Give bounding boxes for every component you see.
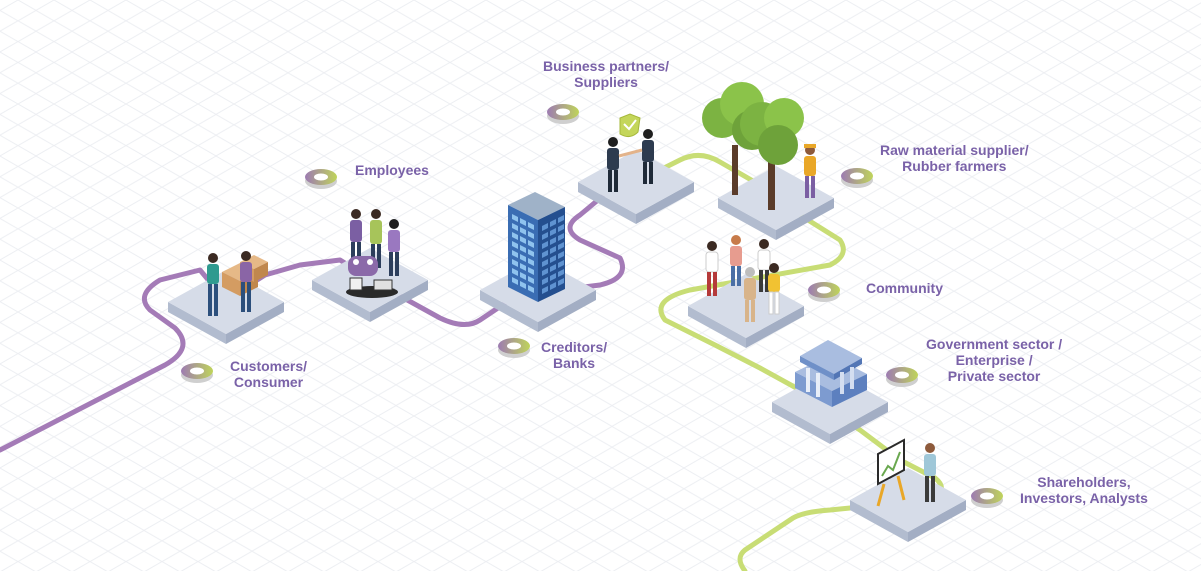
tower-window: [512, 250, 518, 258]
label-community: Community: [866, 280, 943, 296]
tower-window: [520, 236, 526, 244]
platform-side-left: [480, 290, 538, 332]
platform-side-right: [370, 280, 428, 322]
marker-raw-material: [841, 168, 873, 188]
label-creditors: Creditors/Banks: [541, 339, 608, 371]
tower-window: [520, 263, 526, 271]
tower-window: [528, 258, 534, 266]
tower-window: [542, 232, 548, 240]
tower-window: [512, 241, 518, 249]
label-government: Government sector /Enterprise /Private s…: [926, 336, 1063, 384]
label-employees: Employees: [355, 162, 429, 178]
tower-window: [520, 245, 526, 253]
tower-window: [558, 224, 564, 232]
marker-hole: [556, 108, 570, 116]
tower-window: [542, 277, 548, 285]
marker-government: [886, 367, 918, 387]
marker-hole: [190, 367, 204, 375]
platform-side-right: [746, 306, 804, 348]
tower-window: [520, 272, 526, 280]
crowd-icon: [705, 235, 780, 322]
tower-window: [558, 242, 564, 250]
tower-window: [528, 222, 534, 230]
tower-window: [542, 259, 548, 267]
team-handshake-icon: [346, 209, 400, 298]
tower-window: [558, 269, 564, 277]
tower-window: [512, 259, 518, 267]
marker-hole: [507, 342, 521, 350]
tower-window: [512, 232, 518, 240]
tower-window: [550, 273, 556, 281]
marker-shareholders: [971, 488, 1003, 508]
marker-hole: [980, 492, 994, 500]
label-customers: Customers/Consumer: [230, 358, 308, 390]
tower-window: [550, 264, 556, 272]
platform-side-right: [636, 182, 694, 224]
platform-side-right: [538, 290, 596, 332]
platform-side-left: [718, 198, 776, 240]
label-shareholders: Shareholders,Investors, Analysts: [1020, 474, 1148, 506]
marker-hole: [850, 172, 864, 180]
marker-hole: [817, 286, 831, 294]
tower-window: [558, 233, 564, 241]
tower-window: [528, 285, 534, 293]
tower-window: [512, 223, 518, 231]
tower-window: [550, 282, 556, 290]
tower-window: [520, 227, 526, 235]
tower-window: [528, 240, 534, 248]
platform-side-right: [830, 402, 888, 444]
marker-creditors: [498, 338, 530, 358]
tower-window: [550, 255, 556, 263]
tower-window: [542, 250, 548, 258]
platform-side-left: [578, 182, 636, 224]
tower-window: [528, 267, 534, 275]
tower-window: [528, 276, 534, 284]
label-raw-material: Raw material supplier/Rubber farmers: [880, 142, 1029, 174]
tower-window: [520, 281, 526, 289]
trees-farmer-icon: [702, 82, 816, 210]
platform-side-left: [688, 306, 746, 348]
marker-hole: [314, 173, 328, 181]
shield-handshake-icon: [607, 113, 654, 192]
tower-window: [528, 249, 534, 257]
platform-side-right: [776, 198, 834, 240]
office-tower-icon: [508, 192, 565, 302]
tower-window: [550, 219, 556, 227]
tower-window: [558, 215, 564, 223]
tower-window: [542, 223, 548, 231]
tower-window: [520, 254, 526, 262]
platform-side-left: [312, 280, 370, 322]
tower-window: [558, 260, 564, 268]
tower-window: [542, 286, 548, 294]
tower-window: [550, 246, 556, 254]
marker-customers: [181, 363, 213, 383]
platform-side-right: [908, 500, 966, 542]
tower-window: [512, 277, 518, 285]
label-partners: Business partners/Suppliers: [543, 58, 670, 90]
tower-window: [512, 214, 518, 222]
tower-window: [542, 241, 548, 249]
boxes-handover-icon: [207, 251, 268, 316]
presentation-chart-icon: [876, 438, 936, 507]
marker-hole: [895, 371, 909, 379]
tower-window: [528, 231, 534, 239]
tower-window: [550, 228, 556, 236]
marker-community: [808, 282, 840, 302]
tower-window: [558, 278, 564, 286]
purple-path: [0, 187, 625, 453]
tower-window: [558, 251, 564, 259]
platform-side-right: [226, 302, 284, 344]
government-building-icon: [795, 340, 867, 407]
tower-window: [520, 218, 526, 226]
tower-window: [542, 268, 548, 276]
marker-employees: [305, 169, 337, 189]
platform-side-left: [850, 500, 908, 542]
marker-partners: [547, 104, 579, 124]
platform-side-left: [168, 302, 226, 344]
platform-side-left: [772, 402, 830, 444]
tower-window: [550, 237, 556, 245]
tower-window: [512, 268, 518, 276]
